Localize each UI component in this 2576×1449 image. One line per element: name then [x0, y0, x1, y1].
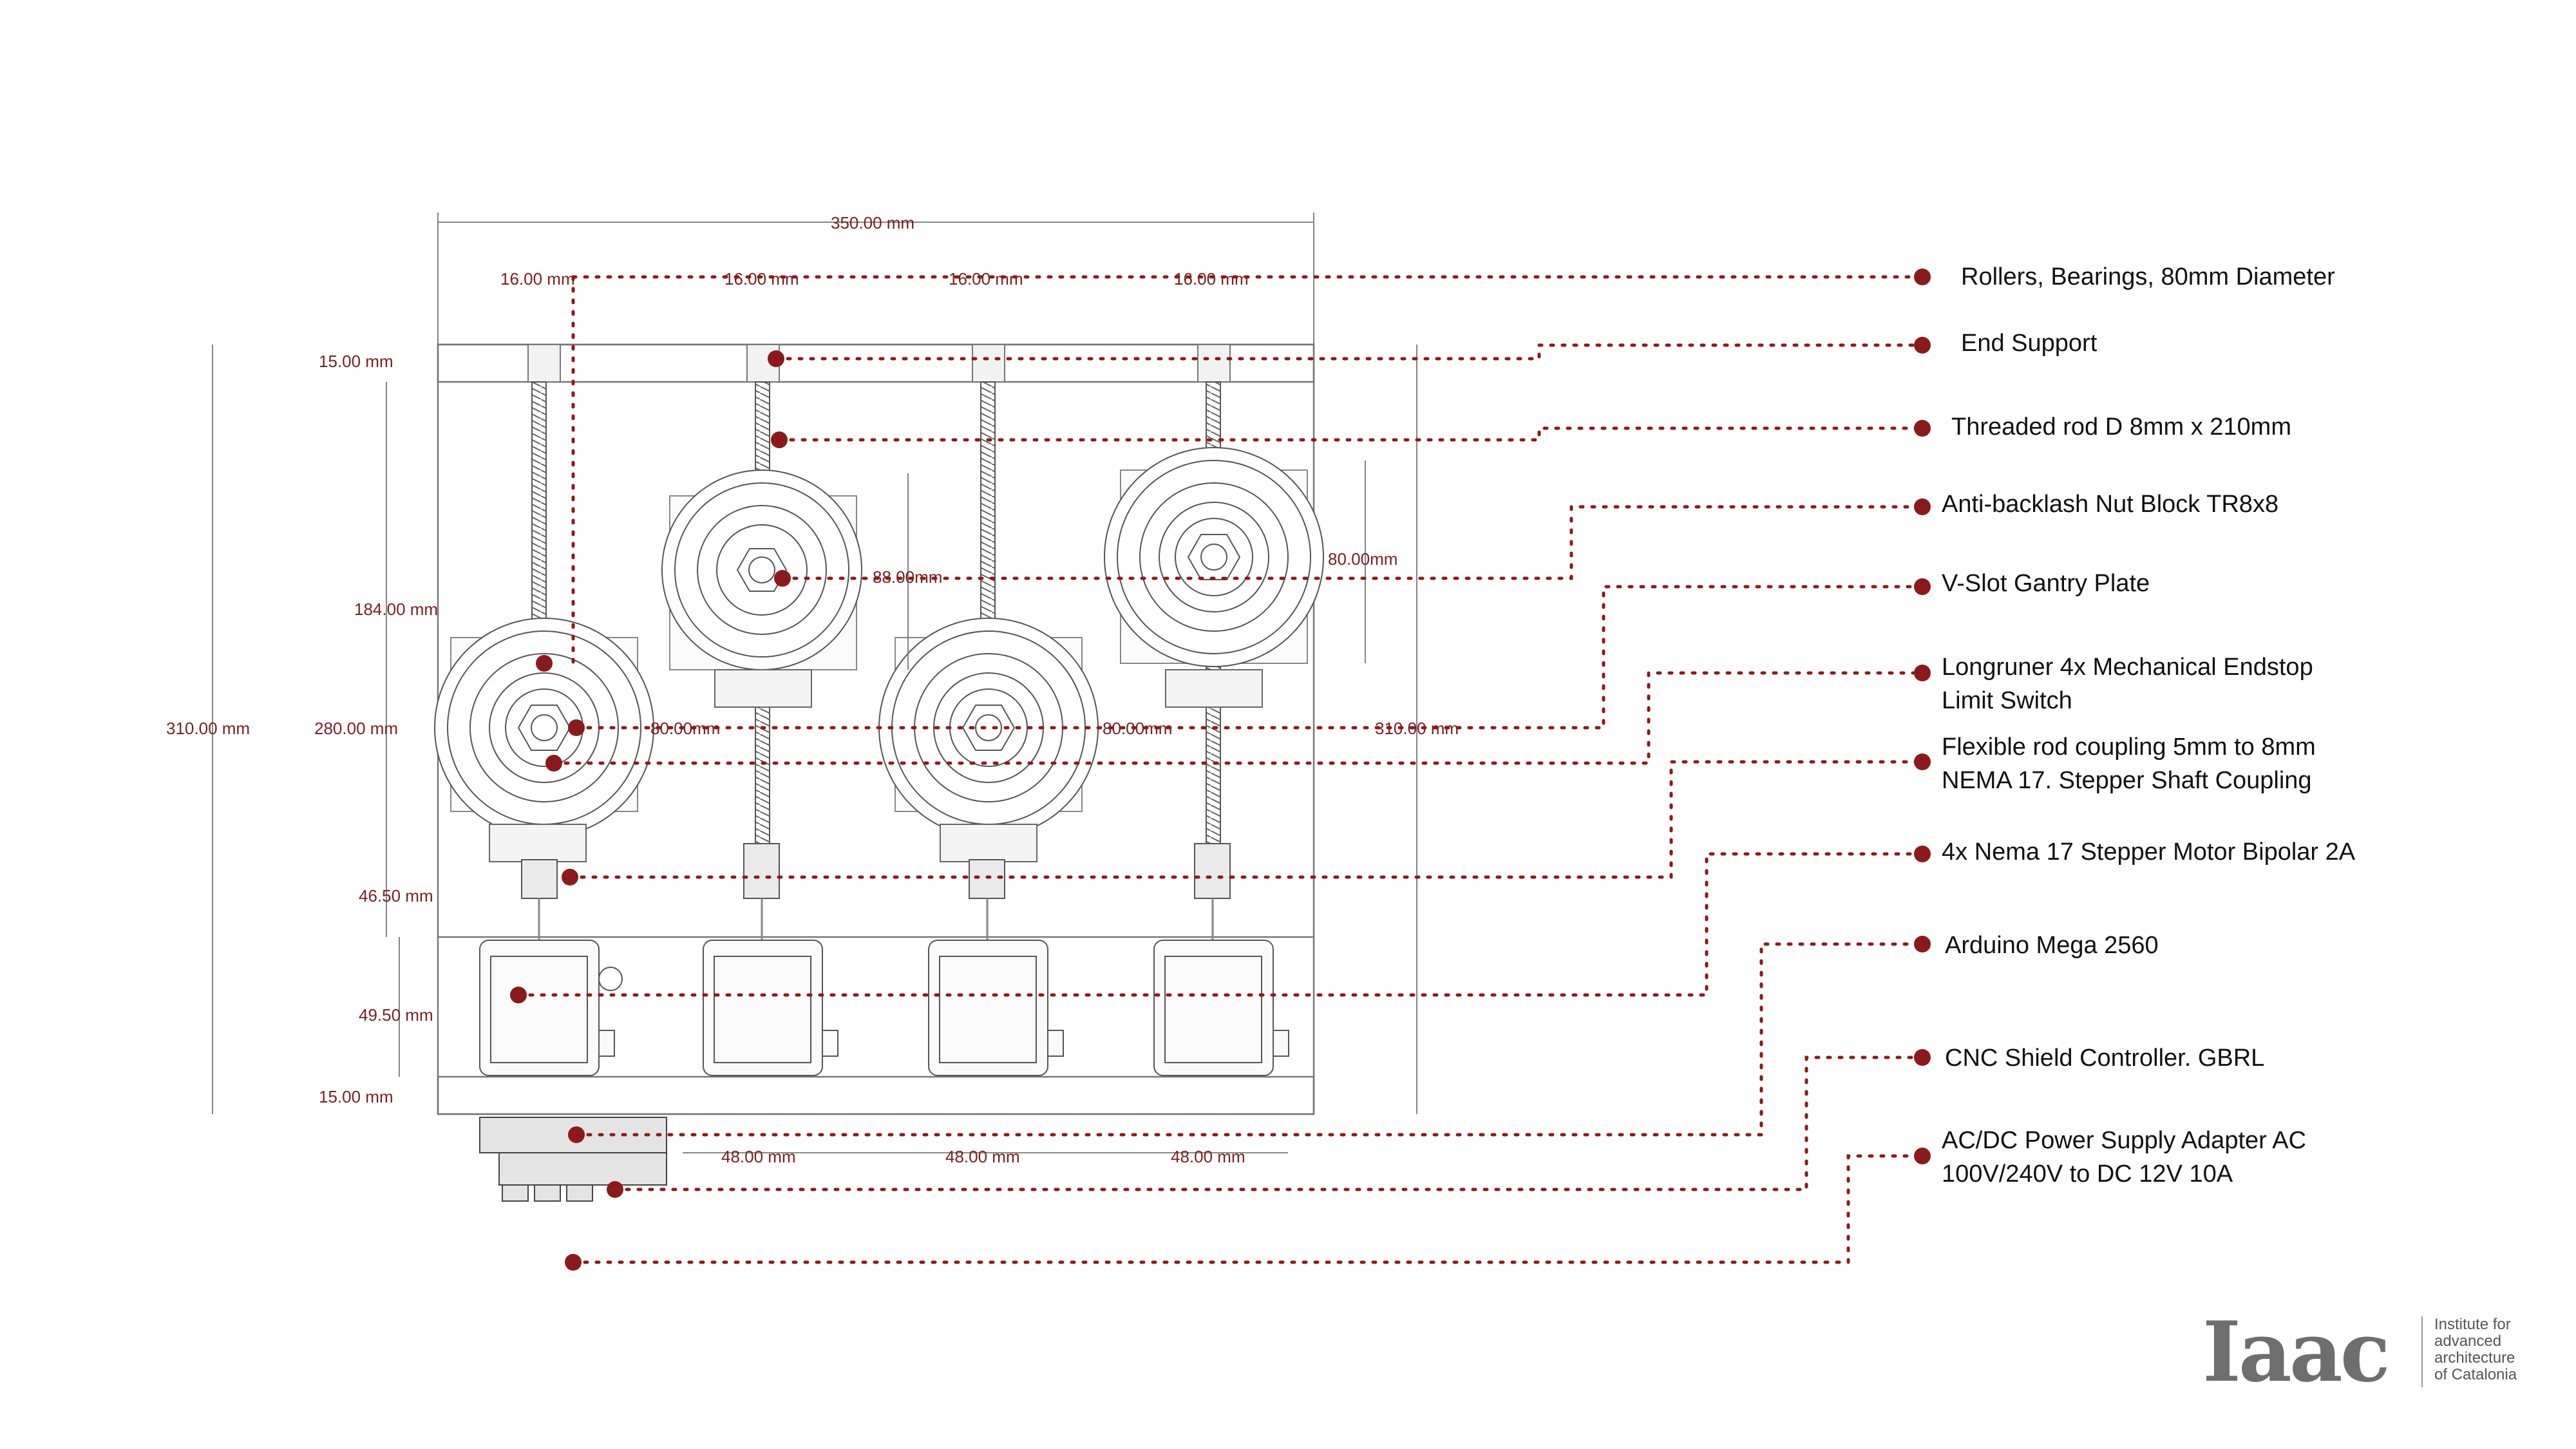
dim-motor-gap: 46.50 mm: [359, 886, 433, 905]
motor-4: [1153, 940, 1289, 1076]
logo-separator: [2421, 1316, 2423, 1387]
callout-stepper: 4x Nema 17 Stepper Motor Bipolar 2A: [1942, 838, 2356, 866]
dim-roller-3: 80.00mm: [650, 719, 720, 738]
endstop-switches: [489, 669, 1263, 862]
callout-cnc-shield: CNC Shield Controller. GBRL: [1945, 1045, 2265, 1072]
iaac-logo-mark: Iaac: [2202, 1304, 2391, 1401]
motor-1: [479, 940, 623, 1076]
callout-arduino: Arduino Mega 2560: [1945, 932, 2159, 959]
dim-roller-2: 80.00mm: [1328, 549, 1397, 569]
dim-bottom-2: 48.00 mm: [945, 1147, 1020, 1166]
roller-2: [661, 469, 862, 670]
rollers: [434, 447, 1324, 838]
logo-text: Institute for advanced architecture of C…: [2434, 1316, 2517, 1383]
callout-nut-block: Anti-backlash Nut Block TR8x8: [1942, 491, 2279, 518]
callout-rollers: Rollers, Bearings, 80mm Diameter: [1961, 263, 2335, 290]
dim-motor-height: 49.50 mm: [359, 1005, 433, 1025]
dim-inner-height: 280.00 mm: [314, 719, 398, 738]
dim-spacing-3: 16.00 mm: [949, 269, 1023, 289]
leader-lines: [516, 275, 1921, 1264]
dim-spacing-2: 16.00 mm: [724, 269, 799, 289]
dim-left-top: 15.00 mm: [319, 352, 393, 371]
dim-roller-4: 80.00mm: [1103, 719, 1172, 738]
dimension-lines: [212, 213, 1417, 1153]
end-supports: [527, 344, 1231, 383]
dim-left-height: 184.00 mm: [354, 600, 438, 619]
leader-dots: [510, 269, 1931, 1271]
roller-4: [1104, 447, 1324, 667]
dimension-labels: 350.00 mm 16.00 mm 16.00 mm 16.00 mm 16.…: [166, 213, 1459, 1166]
roller-1: [434, 618, 654, 838]
dim-spacing-4: 16.00 mm: [1174, 269, 1249, 289]
dim-left-bottom: 15.00 mm: [319, 1087, 393, 1106]
dim-top-width: 350.00 mm: [831, 213, 914, 232]
iaac-logo: Iaac Institute for advanced architecture…: [2202, 1307, 2550, 1397]
motor-2: [703, 940, 838, 1076]
shafts: [538, 898, 1214, 940]
motor-3: [928, 940, 1064, 1076]
dim-bottom-1: 48.00 mm: [721, 1147, 796, 1166]
callout-threaded-rod: Threaded rod D 8mm x 210mm: [1951, 413, 2291, 440]
couplings: [521, 843, 1231, 899]
dim-spacing-1: 16.00 mm: [500, 269, 575, 289]
callout-end-support: End Support: [1961, 330, 2098, 357]
stepper-motors: [479, 940, 1289, 1076]
dim-bottom-3: 48.00 mm: [1171, 1147, 1245, 1166]
callout-gantry-plate: V-Slot Gantry Plate: [1942, 570, 2150, 597]
dim-roller-1: 88.00mm: [873, 567, 942, 587]
dim-overall-height: 310.00 mm: [166, 719, 250, 738]
